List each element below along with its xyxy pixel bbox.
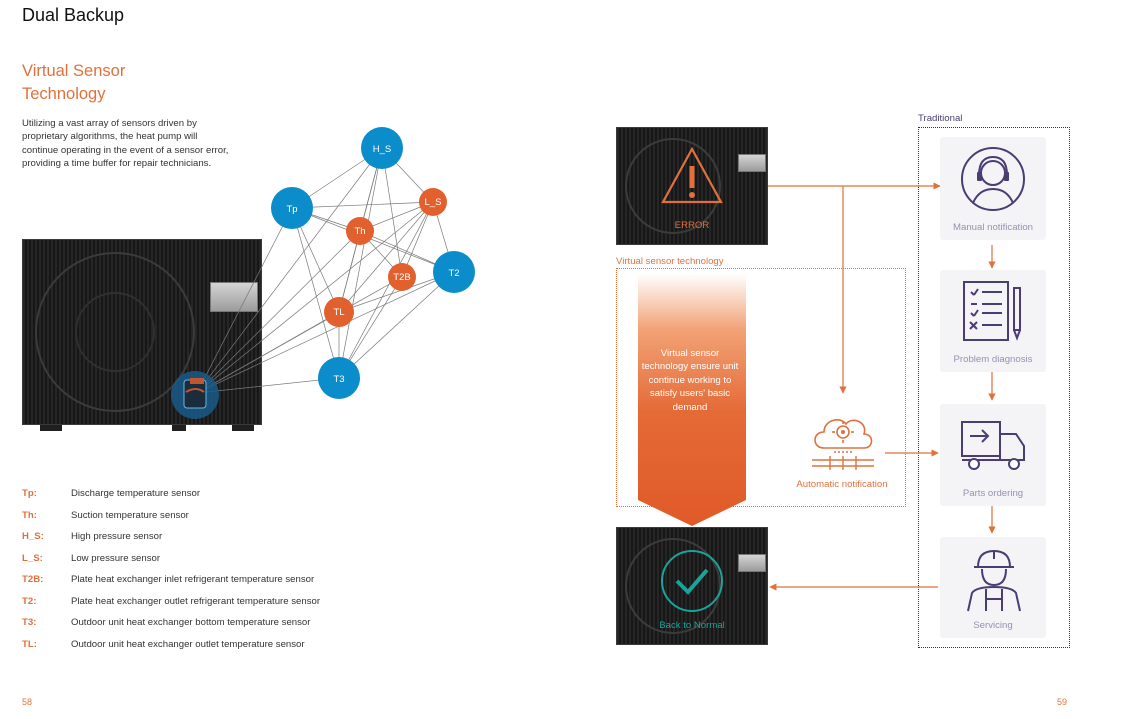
technician-icon (967, 549, 1021, 612)
traditional-box (918, 127, 1070, 648)
legend-item: H_S:High pressure sensor (22, 531, 163, 542)
node-tp: Tp (271, 187, 313, 229)
page-title: Dual Backup (22, 5, 125, 25)
node-l-s: L_S (419, 188, 447, 216)
compressor-hotspot (171, 371, 219, 419)
automatic-notification-label: Automatic notification (796, 479, 888, 490)
virtual-sensor-title: Virtual sensor technology (616, 256, 724, 267)
customer-service-icon (961, 147, 1025, 211)
svg-text:Tp: Tp (286, 204, 297, 215)
cloud-gear-icon (812, 419, 874, 470)
node-t2: T2 (433, 251, 475, 293)
svg-text:Th: Th (354, 226, 365, 237)
step-servicing: Servicing (940, 537, 1046, 638)
check-circle-icon (661, 550, 723, 612)
page-number-right: 59 (1057, 697, 1068, 707)
traditional-title: Traditional (918, 113, 963, 124)
step-label: Servicing (973, 620, 1013, 631)
section-title: Virtual Sensor Technology (22, 60, 125, 106)
delivery-truck-icon (961, 421, 1025, 470)
svg-text:L_S: L_S (425, 197, 442, 208)
back-to-normal-label: Back to Normal (659, 620, 725, 631)
node-t2b: T2B (388, 263, 416, 291)
page-number-left: 58 (22, 697, 33, 707)
svg-text:T2: T2 (448, 268, 459, 279)
section-title-line2: Technology (22, 85, 106, 103)
legend-item: T2B:Plate heat exchanger inlet refrigera… (22, 574, 315, 585)
step-parts-ordering: Parts ordering (940, 404, 1046, 506)
virtual-sensor-arrow (638, 274, 746, 526)
node-tl: TL (324, 297, 354, 327)
step-manual-notification: Manual notification (940, 137, 1046, 240)
brand-panel (210, 282, 258, 312)
heat-pump-unit (22, 239, 262, 425)
svg-text:H_S: H_S (373, 144, 391, 155)
warning-icon (661, 146, 723, 204)
svg-text:TL: TL (333, 307, 344, 318)
sensor-legend: Tp:Discharge temperature sensor Th:Sucti… (22, 488, 442, 660)
step-problem-diagnosis: Problem diagnosis (940, 270, 1046, 372)
node-h-s: H_S (361, 127, 403, 169)
legend-item: L_S:Low pressure sensor (22, 552, 161, 564)
fan-grille (35, 252, 195, 412)
legend-item: Tp:Discharge temperature sensor (22, 488, 201, 499)
virtual-sensor-text: Virtual sensor technology ensure unit co… (641, 348, 739, 413)
node-th: Th (346, 217, 374, 245)
section-title-line1: Virtual Sensor (22, 62, 126, 80)
svg-text:T2B: T2B (393, 272, 410, 283)
intro-text: Utilizing a vast array of sensors driven… (22, 118, 229, 170)
legend-item: TL:Outdoor unit heat exchanger outlet te… (22, 638, 305, 650)
step-label: Manual notification (953, 222, 1033, 233)
legend-item: Th:Suction temperature sensor (22, 509, 189, 521)
checklist-icon (963, 281, 1021, 341)
svg-text:T3: T3 (333, 374, 344, 385)
virtual-sensor-box (616, 268, 906, 507)
node-t3: T3 (318, 357, 360, 399)
error-label: ERROR (674, 220, 710, 231)
legend-item: T2:Plate heat exchanger outlet refrigera… (22, 595, 321, 607)
step-label: Problem diagnosis (953, 354, 1033, 365)
normal-unit: Back to Normal (616, 527, 768, 645)
legend-item: T3:Outdoor unit heat exchanger bottom te… (22, 617, 311, 628)
sensor-network: H_S Tp L_S Th T2B T2 TL T3 (171, 127, 475, 419)
step-label: Parts ordering (962, 488, 1024, 499)
error-unit: ERROR (616, 127, 768, 245)
